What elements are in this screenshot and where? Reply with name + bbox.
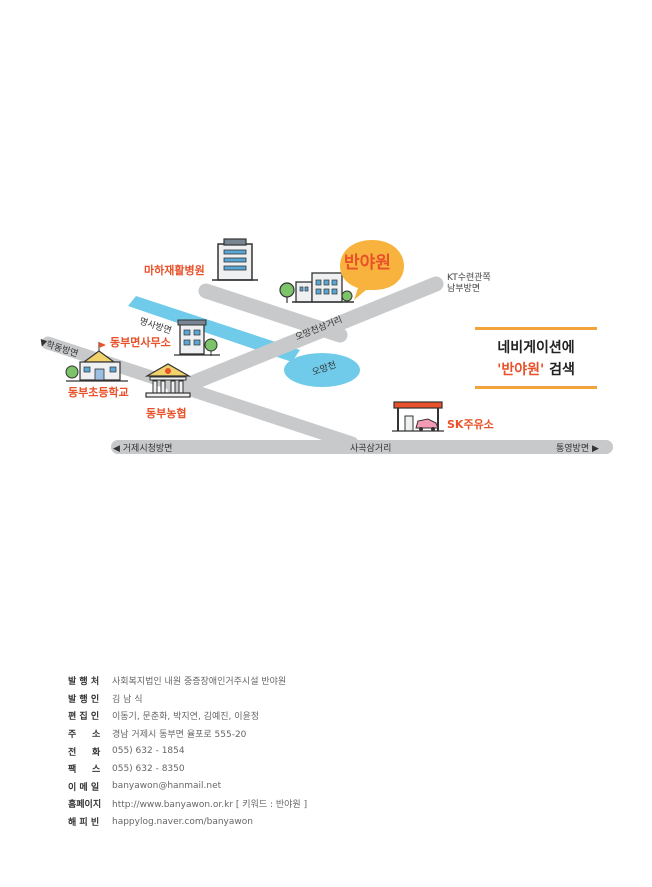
happybean-link[interactable]: happylog.naver.com/banyawon (112, 816, 253, 827)
nonghyup-label: 동부농협 (146, 407, 187, 420)
school-building-icon (65, 342, 128, 382)
nav-bottom-bar (475, 386, 597, 389)
speech-bubble (340, 240, 404, 300)
nav-line1: 네비게이션에 (497, 340, 575, 356)
nav-search-text: 검색 (544, 362, 575, 378)
hospital-building-icon (212, 238, 258, 281)
geoje-road-label: ◀ 거제시청방면 (113, 444, 173, 454)
email-link[interactable]: banyawon@hanmail.net (112, 781, 222, 792)
office-building-icon (174, 319, 220, 356)
info-value: 사회복지법인 내원 중증장애인거주시설 반야원 (112, 677, 287, 688)
tongyeong-road-label: 통영방면 ▶ (556, 444, 599, 454)
info-value: 055) 632 - 1854 (112, 746, 185, 757)
info-key: 해 피 빈 (68, 818, 100, 829)
info-key: 전 화 (68, 747, 101, 758)
info-row-fax: 팩 스 055) 632 - 8350 (68, 760, 628, 778)
info-row-happybean: 해 피 빈 happylog.naver.com/banyawon (68, 813, 628, 831)
bank-building-icon (144, 363, 192, 398)
stream (128, 296, 360, 387)
nav-line2: '반야원' 검색 (475, 359, 597, 379)
school-label: 동부초등학교 (68, 386, 129, 399)
nav-top-bar (475, 327, 597, 330)
info-key: 이 메 일 (68, 782, 100, 793)
info-key: 발 행 인 (68, 694, 100, 705)
homepage-link[interactable]: http://www.banyawon.or.kr [ 키워드 : 반야원 ] (112, 800, 308, 811)
info-key: 발 행 처 (68, 677, 100, 688)
nav-keyword: '반야원' (497, 362, 545, 378)
roads (41, 276, 613, 454)
sagok-crossroad-label: 사곡삼거리 (350, 444, 392, 454)
hospital-label: 마하재활병원 (144, 264, 205, 277)
banyawon-building-icon (279, 272, 354, 303)
info-key: 팩 스 (68, 765, 101, 776)
info-row-address: 주 소 경남 거제시 동부면 율포로 555-20 (68, 725, 628, 743)
kt-label: KT수련관쪽 남부방면 (447, 273, 491, 295)
info-value: 김 남 식 (112, 694, 143, 705)
info-row-phone: 전 화 055) 632 - 1854 (68, 742, 628, 760)
info-value: 이동기, 문춘화, 박지연, 김예진, 이윤정 (112, 712, 260, 723)
info-row-publisher: 발 행 처 사회복지법인 내원 중증장애인거주시설 반야원 (68, 672, 628, 690)
info-row-editor: 편 집 인 이동기, 문춘화, 박지연, 김예진, 이윤정 (68, 707, 628, 725)
info-row-email: 이 메 일 banyawon@hanmail.net (68, 778, 628, 796)
gas-station-icon (392, 401, 444, 432)
brand-label: 반야원 (344, 253, 391, 273)
info-value: 055) 632 - 8350 (112, 763, 185, 774)
info-row-homepage: 홈페이지 http://www.banyawon.or.kr [ 키워드 : 반야… (68, 795, 628, 813)
gas-station-label: SK주유소 (447, 418, 494, 431)
info-value: 경남 거제시 동부면 율포로 555-20 (112, 730, 247, 741)
info-key: 홈페이지 (68, 800, 102, 811)
info-key: 편 집 인 (68, 712, 100, 723)
kt-label-line2: 남부방면 (447, 284, 481, 294)
info-key: 주 소 (68, 730, 101, 741)
navigation-search-box: 네비게이션에 '반야원' 검색 (475, 327, 597, 389)
kt-label-line1: KT수련관쪽 (447, 273, 491, 283)
office-label: 동부면사무소 (110, 336, 171, 349)
